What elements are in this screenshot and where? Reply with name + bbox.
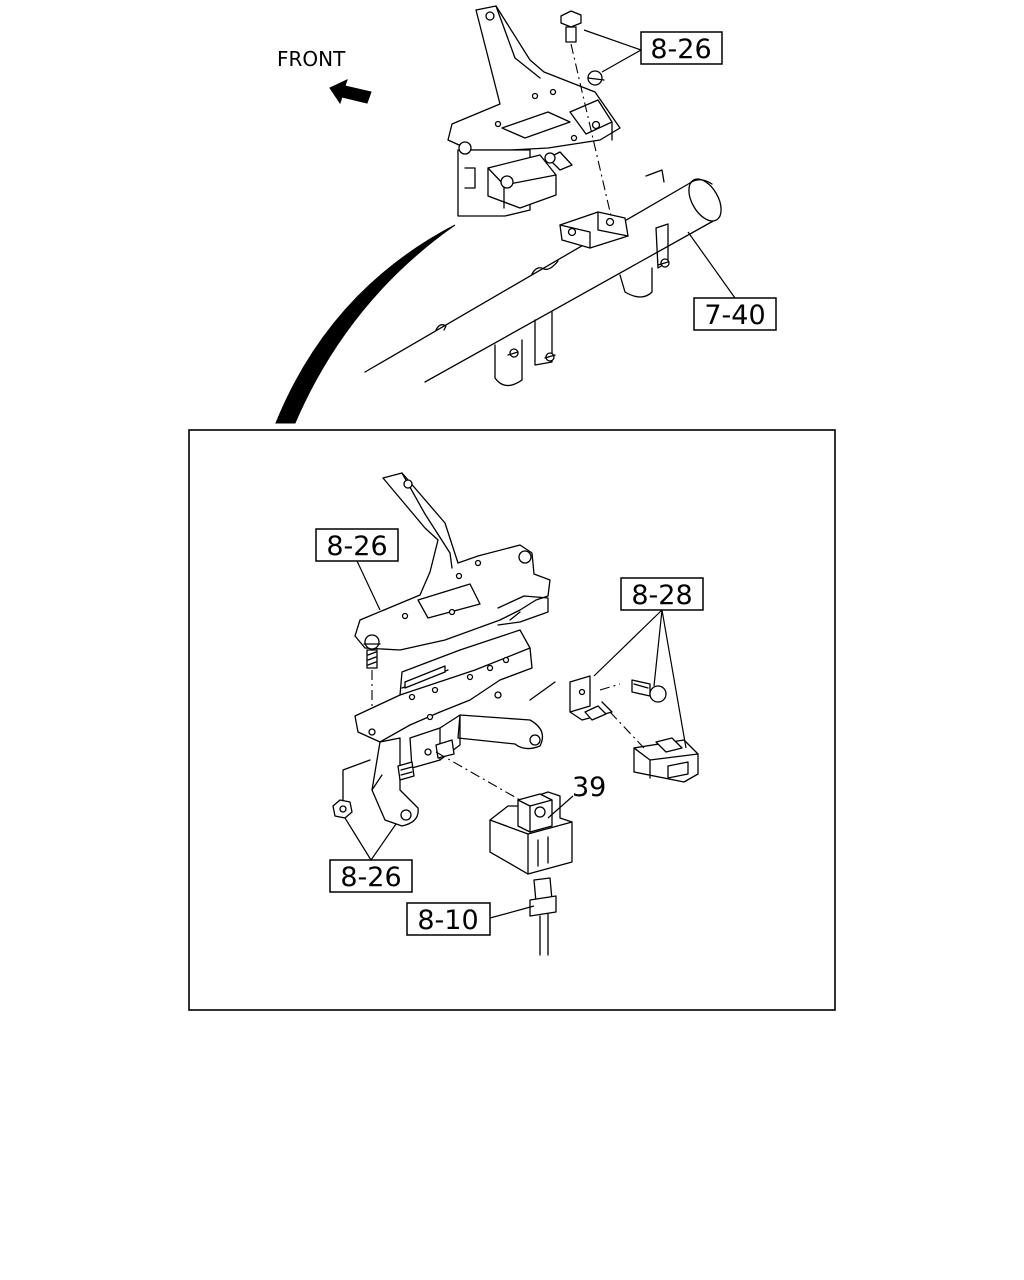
callout-steering-member: 7-40 — [687, 231, 777, 331]
callout-detail-bracket: 8-26 — [315, 528, 399, 611]
callout-detail-module-text: 39 — [572, 772, 606, 803]
callout-upper-bracket-bolt: 8-26 — [583, 29, 723, 73]
overview-bolt — [560, 10, 582, 43]
front-indicator: FRONT — [277, 47, 372, 105]
callout-detail-nut-text: 8-26 — [340, 862, 401, 893]
callout-detail-connector-text: 8-28 — [631, 580, 692, 611]
callout-detail-module: 39 — [547, 772, 606, 819]
callout-upper-bracket-bolt-text: 8-26 — [650, 34, 711, 65]
front-label: FRONT — [277, 47, 346, 71]
overview-assembly — [275, 5, 722, 424]
callout-detail-bracket-text: 8-26 — [326, 531, 387, 562]
callout-detail-connector: 8-28 — [593, 577, 704, 749]
front-arrow-icon — [329, 79, 372, 105]
callout-detail-harness-text: 8-10 — [417, 905, 478, 936]
callout-detail-harness: 8-10 — [406, 902, 535, 936]
overview-bracket-assembly — [447, 5, 621, 217]
callout-steering-member-text: 7-40 — [704, 300, 765, 331]
callout-detail-nut: 8-26 — [329, 817, 413, 893]
detail-view-frame — [188, 429, 836, 1011]
detail-reference-arc — [275, 224, 456, 424]
steering-member — [364, 169, 722, 387]
detail-assembly — [332, 472, 699, 956]
